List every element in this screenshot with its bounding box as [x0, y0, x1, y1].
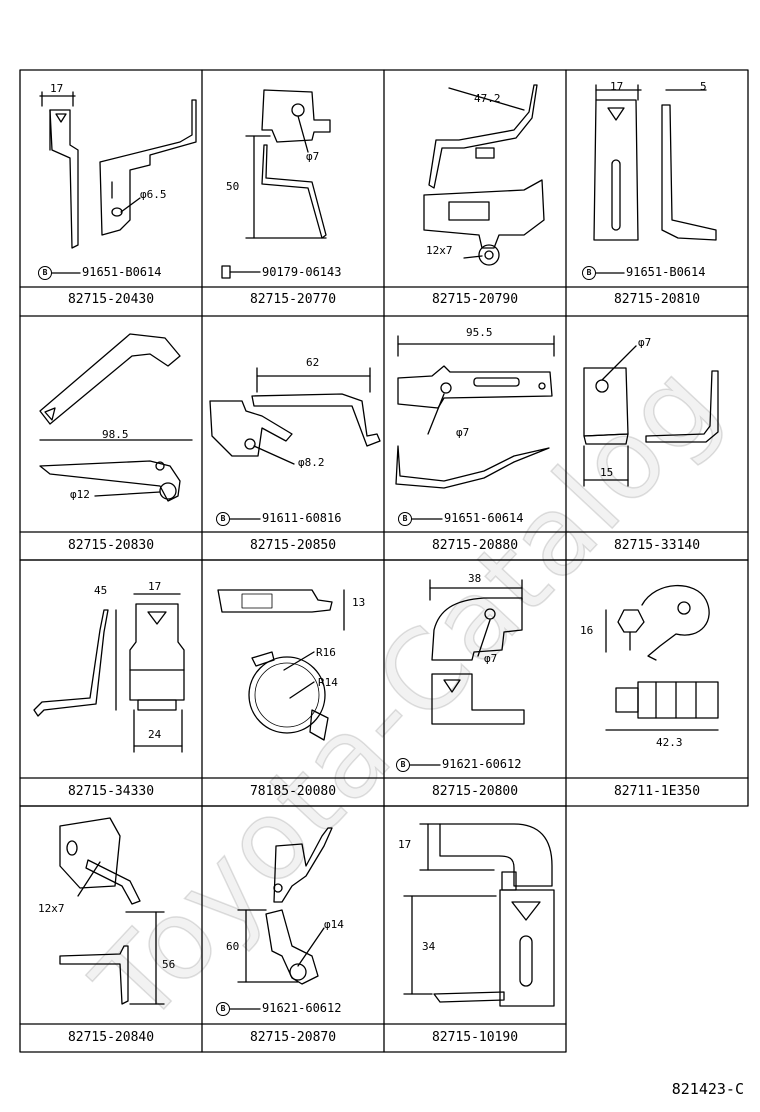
dim-15: 15 [600, 466, 614, 479]
dim-45: 45 [94, 584, 108, 597]
dim-17: 17 [610, 80, 624, 93]
part-number-label: 82715-20850 [249, 538, 337, 553]
dim-38: 38 [468, 572, 482, 585]
cell-78185-20080: 13 R16 R14 78185-20080 [202, 560, 384, 806]
dim-17: 17 [398, 838, 412, 851]
reference-part-number: 91651-B0614 [626, 265, 706, 279]
leader-line [411, 518, 443, 520]
bracket-drawing [237, 827, 333, 985]
part-number-label: 82715-20830 [67, 538, 155, 553]
cell-82715-20850: 62 φ8.2 B 91611-60816 82715-20850 [202, 316, 384, 560]
dim-17: 17 [50, 82, 64, 95]
bracket-drawing [209, 367, 381, 465]
clamp-drawing [217, 589, 345, 741]
reference-part-number: 91611-60816 [262, 511, 342, 525]
leader-line [595, 272, 625, 274]
cell-82715-20790: 47.2 12x7 82715-20790 [384, 70, 566, 316]
reference-part-number: 91621-60612 [262, 1001, 342, 1015]
leader-line [229, 1008, 261, 1010]
dim-62: 62 [306, 356, 320, 369]
dim-50: 50 [226, 180, 240, 193]
bracket-drawing [395, 335, 555, 489]
part-number-label: 82715-10190 [431, 1030, 519, 1045]
part-number-label: 82715-20810 [613, 292, 701, 307]
cell-82715-20810: 17 5 B 91651-B0614 82715-20810 [566, 70, 748, 316]
dim-47-2: 47.2 [474, 92, 501, 105]
dim-24: 24 [148, 728, 162, 741]
dim-95-5: 95.5 [466, 326, 493, 339]
dim-phi-7: φ7 [638, 336, 652, 349]
dim-phi-6-5: φ6.5 [140, 188, 167, 201]
cell-82715-20430: 17 φ6.5 B 91651-B0614 82715-20430 [20, 70, 202, 316]
part-number-label: 82715-20800 [431, 784, 519, 799]
bracket-drawing [403, 823, 555, 1007]
cell-82715-33140: φ7 15 82715-33140 [566, 316, 748, 560]
cell-82715-10190: 17 34 82715-10190 [384, 806, 566, 1052]
dim-12x7: 12x7 [426, 244, 453, 257]
dim-13: 13 [352, 596, 366, 609]
clip-drawing [605, 584, 719, 731]
bracket-drawing [33, 593, 185, 753]
dim-phi-7: φ7 [484, 652, 498, 665]
part-number-label: 82715-20790 [431, 292, 519, 307]
diagram-code: 821423-C [671, 1080, 744, 1098]
bracket-drawing [583, 345, 719, 487]
dim-42-3: 42.3 [656, 736, 683, 749]
dim-phi-8-2: φ8.2 [298, 456, 325, 469]
bracket-drawing [245, 89, 331, 239]
dim-phi-7: φ7 [456, 426, 470, 439]
reference-part-number: 91651-B0614 [82, 265, 162, 279]
dim-phi-12: φ12 [70, 488, 90, 501]
dim-60: 60 [226, 940, 240, 953]
dim-98-5: 98.5 [102, 428, 129, 441]
dim-r16: R16 [316, 646, 336, 659]
cell-82715-20800: 38 φ7 B 91621-60612 82715-20800 [384, 560, 566, 806]
part-number-label: 82715-20770 [249, 292, 337, 307]
cell-82715-20880: 95.5 φ7 B 91651-60614 82715-20880 [384, 316, 566, 560]
dim-34: 34 [422, 940, 436, 953]
bracket-drawing [39, 333, 193, 502]
cell-82715-20870: φ14 60 B 91621-60612 82715-20870 [202, 806, 384, 1052]
reference-part-number: 90179-06143 [262, 265, 342, 279]
dim-12x7: 12x7 [38, 902, 65, 915]
bracket-drawing [429, 579, 525, 725]
cell-82715-20840: 12x7 56 82715-20840 [20, 806, 202, 1052]
leader-line [409, 764, 441, 766]
dim-phi-7: φ7 [306, 150, 320, 163]
dim-5: 5 [700, 80, 707, 93]
dim-56: 56 [162, 958, 176, 971]
leader-line [229, 518, 261, 520]
part-number-label: 82715-20430 [67, 292, 155, 307]
leader-line [51, 272, 81, 274]
bracket-drawing [423, 84, 545, 266]
dim-17: 17 [148, 580, 162, 593]
part-number-label: 82715-34330 [67, 784, 155, 799]
cell-82715-20770: φ7 50 90179-06143 82715-20770 [202, 70, 384, 316]
part-number-label: 82711-1E350 [613, 784, 701, 799]
bracket-drawing [593, 84, 717, 241]
bracket-drawing [59, 817, 165, 1005]
part-number-label: 82715-33140 [613, 538, 701, 553]
dim-r14: R14 [318, 676, 338, 689]
bolt-symbol [221, 265, 261, 279]
part-number-label: 82715-20880 [431, 538, 519, 553]
reference-part-number: 91621-60612 [442, 757, 522, 771]
dim-phi-14: φ14 [324, 918, 344, 931]
cell-82711-1E350: 16 42.3 82711-1E350 [566, 560, 748, 806]
part-number-label: 82715-20840 [67, 1030, 155, 1045]
cell-82715-20830: 98.5 φ12 82715-20830 [20, 316, 202, 560]
part-number-label: 78185-20080 [249, 784, 337, 799]
bracket-drawing [39, 91, 197, 249]
reference-part-number: 91651-60614 [444, 511, 524, 525]
dim-16: 16 [580, 624, 594, 637]
part-number-label: 82715-20870 [249, 1030, 337, 1045]
cell-82715-34330: 45 17 24 82715-34330 [20, 560, 202, 806]
